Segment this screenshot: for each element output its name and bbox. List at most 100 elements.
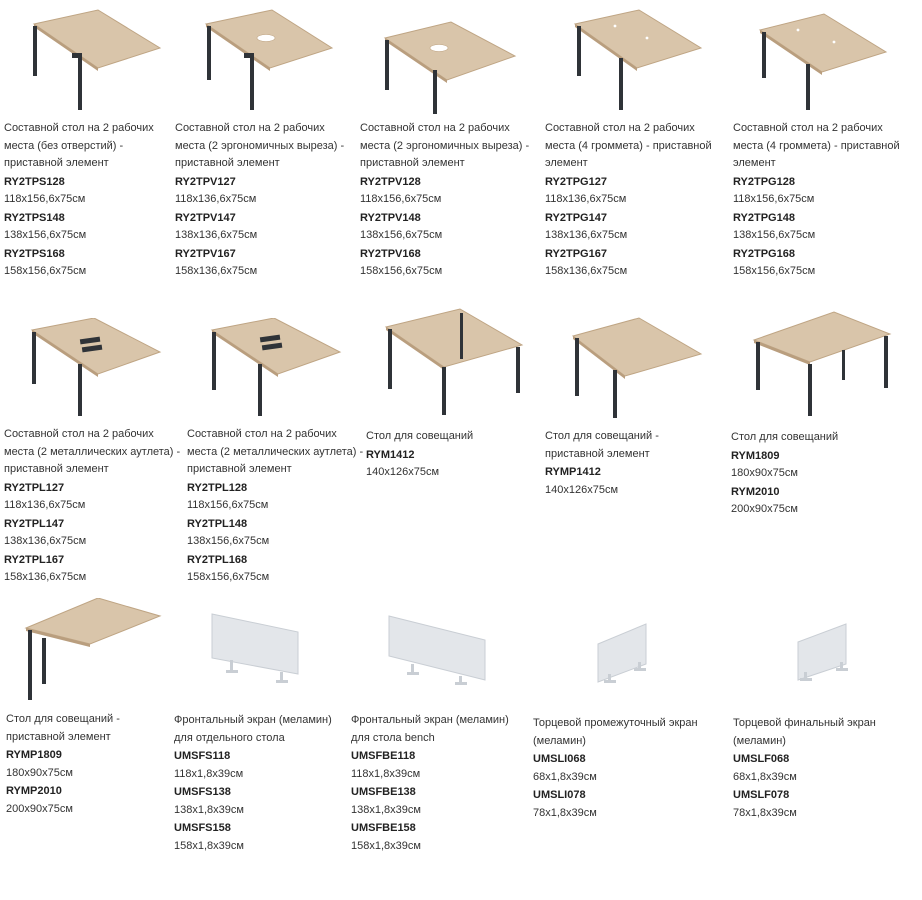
product-description: Торцевой промежуточный экран (меламин) [533, 717, 698, 747]
product-size: 118x156,6x75см [733, 193, 815, 205]
table-image-3 [383, 21, 517, 114]
product-code: RY2TPL127 [4, 481, 65, 494]
product-size: 140x126x75см [545, 483, 619, 496]
product-size: 200x90x75см [731, 503, 798, 515]
product-card-13: Фронтальный экран (меламин) для стола be… [351, 712, 523, 856]
product-description: Стол для совещаний - приставной элемент [545, 430, 659, 460]
product-size: 200x90x75см [6, 802, 73, 815]
product-code: UMSFS118 [174, 750, 231, 762]
product-size: 138x156,6x75см [187, 535, 270, 547]
product-size: 118x156,6x75см [360, 193, 442, 205]
product-size: 78x1,8x39см [533, 806, 597, 819]
product-description: Составной стол на 2 рабочих места (4 гро… [733, 122, 900, 169]
table-image-6 [30, 318, 162, 416]
product-description: Составной стол на 2 рабочих места (4 гро… [545, 122, 712, 169]
product-code: UMSLF078 [733, 789, 790, 801]
product-size: 138x136,6x75см [175, 229, 258, 241]
product-code: RY2TPL167 [4, 553, 65, 566]
product-size: 138x136,6x75см [545, 229, 628, 241]
product-description: Фронтальный экран (меламин) для отдельно… [174, 714, 332, 744]
product-card-3: Составной стол на 2 рабочих места (2 эрг… [360, 120, 540, 282]
table-image-11 [24, 598, 162, 700]
product-code: RY2TPG127 [545, 175, 607, 188]
product-code: RYM2010 [731, 485, 780, 498]
product-code: RY2TPV167 [175, 247, 236, 260]
product-size: 138x156,6x75см [4, 229, 87, 241]
product-card-10: Стол для совещаний RYM1809 180x90x75см R… [731, 429, 901, 520]
product-size: 180x90x75см [6, 766, 73, 779]
product-card-11: Стол для совещаний - приставной элемент … [6, 711, 156, 819]
product-size: 158x156,6x75см [4, 265, 87, 277]
product-code: UMSLI078 [533, 789, 586, 801]
product-code: RY2TPV127 [175, 175, 236, 188]
product-code: RY2TPG167 [545, 247, 607, 260]
product-size: 158x156,6x75см [187, 571, 270, 583]
table-image-10 [752, 311, 892, 416]
product-code: RY2TPS168 [4, 247, 65, 260]
product-card-7: Составной стол на 2 рабочих места (2 мет… [187, 426, 365, 588]
product-size: 138x156,6x75см [733, 229, 816, 241]
table-image-5 [758, 13, 888, 110]
table-image-8 [384, 308, 524, 415]
product-code: RY2TPL147 [4, 517, 65, 530]
product-card-12: Фронтальный экран (меламин) для отдельно… [174, 712, 346, 856]
product-code: RY2TPV168 [360, 247, 421, 260]
product-code: RY2TPG168 [733, 247, 795, 260]
product-code: RY2TPG148 [733, 211, 795, 224]
product-size: 138x1,8x39см [174, 803, 244, 816]
product-size: 158x136,6x75см [4, 571, 87, 583]
product-description: Составной стол на 2 рабочих места (2 эрг… [175, 122, 345, 169]
product-code: RY2TPG147 [545, 211, 607, 224]
product-code: RY2TPS148 [4, 211, 65, 224]
product-code: RY2TPV147 [175, 211, 236, 224]
product-code: RYMP2010 [6, 785, 62, 797]
product-size: 158x1,8x39см [174, 839, 244, 852]
product-description: Составной стол на 2 рабочих места (2 мет… [4, 428, 181, 475]
product-size: 158x136,6x75см [175, 265, 258, 277]
product-size: 118x136,6x75см [545, 193, 627, 205]
table-image-7 [210, 318, 342, 416]
product-size: 180x90x75см [731, 467, 798, 479]
table-image-2 [204, 9, 334, 110]
product-code: RY2TPV148 [360, 211, 421, 224]
product-size: 158x1,8x39см [351, 839, 421, 852]
product-card-1: Составной стол на 2 рабочих места (без о… [4, 120, 169, 282]
product-size: 68x1,8x39см [533, 770, 597, 783]
product-size: 118x136,6x75см [4, 499, 86, 511]
product-code: UMSFBE158 [351, 822, 416, 834]
product-code: RYM1412 [366, 448, 415, 461]
product-card-8: Стол для совещаний RYM1412 140x126x75см [366, 428, 536, 483]
product-description: Стол для совещаний [366, 430, 474, 442]
product-code: RYMP1412 [545, 466, 601, 478]
table-image-4 [573, 9, 703, 110]
product-code: UMSFS158 [174, 822, 231, 834]
product-size: 118x156,6x75см [187, 499, 269, 511]
product-size: 78x1,8x39см [733, 806, 797, 819]
product-size: 118x1,8x39см [174, 767, 244, 780]
product-card-15: Торцевой финальный экран (меламин) UMSLF… [733, 715, 903, 823]
product-code: UMSFBE138 [351, 786, 416, 798]
product-description: Торцевой финальный экран (меламин) [733, 717, 876, 747]
product-size: 158x156,6x75см [733, 265, 816, 277]
product-card-6: Составной стол на 2 рабочих места (2 мет… [4, 426, 182, 588]
screen-image-14 [597, 623, 647, 683]
product-code: RY2TPL148 [187, 517, 248, 530]
product-code: RY2TPL168 [187, 553, 248, 566]
product-card-4: Составной стол на 2 рабочих места (4 гро… [545, 120, 725, 282]
product-code: UMSLI068 [533, 753, 586, 765]
product-code: RY2TPG128 [733, 175, 795, 188]
product-code: UMSFS138 [174, 786, 231, 798]
product-description: Фронтальный экран (меламин) для стола be… [351, 714, 509, 744]
product-card-14: Торцевой промежуточный экран (меламин) U… [533, 715, 713, 823]
product-size: 158x156,6x75см [360, 265, 443, 277]
product-code: RY2TPS128 [4, 175, 65, 188]
product-description: Стол для совещаний [731, 431, 839, 443]
product-code: RYM1809 [731, 449, 780, 462]
product-size: 118x1,8x39см [351, 767, 421, 780]
product-code: RY2TPV128 [360, 175, 421, 188]
product-card-5: Составной стол на 2 рабочих места (4 гро… [733, 120, 913, 282]
table-image-9 [571, 317, 703, 418]
screen-image-12 [211, 613, 299, 683]
product-size: 138x1,8x39см [351, 803, 421, 816]
screen-image-15 [797, 623, 848, 681]
